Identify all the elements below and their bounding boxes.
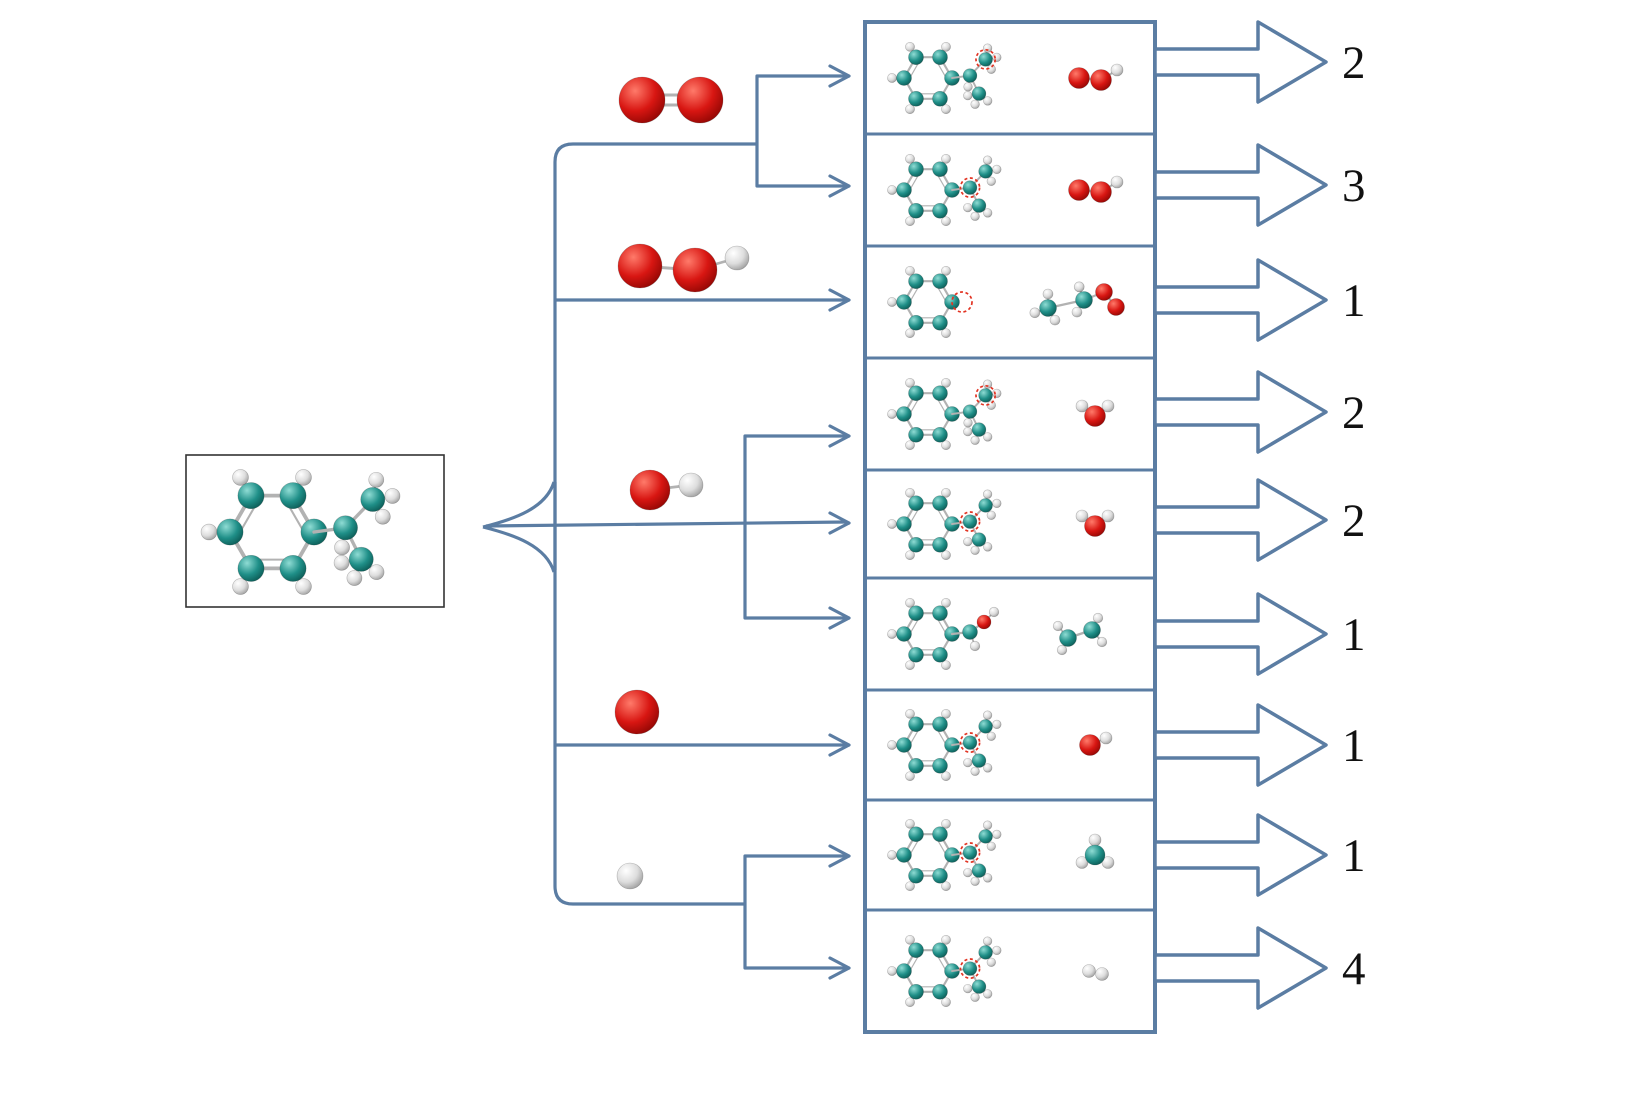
branch-arrowhead [828,424,851,448]
flow-arrow [1153,370,1328,454]
product-row-molecules [887,487,1115,561]
channel-count: 2 [1342,495,1366,547]
channel-count: 2 [1342,387,1366,439]
product-row-molecules [887,377,1115,451]
flow-arrow [1153,258,1328,342]
flow-arrow [1153,926,1328,1010]
channel-count: 1 [1342,609,1366,661]
product-row-molecules [887,818,1115,892]
channel-count: 1 [1342,830,1366,882]
reactant-oh-icon [629,469,704,511]
reactant-o-icon [614,689,660,735]
channel-count: 1 [1342,720,1366,772]
channel-count: 3 [1342,160,1366,212]
product-row-molecules [887,265,1125,339]
channel-count-labels: 2 3 1 2 2 1 1 1 4 [1342,37,1366,995]
channel-count: 4 [1342,943,1366,995]
product-row-molecules [887,708,1113,782]
flow-arrow [1153,813,1328,897]
reactant-o2-icon [618,76,724,124]
oh-split-path [743,434,846,620]
branch-arrowhead [828,511,851,535]
brace-top-curve [482,481,556,529]
branch-lines [482,64,851,980]
branch-arrowhead [828,956,851,980]
o2-split-path [755,74,846,188]
branch-arrowhead [828,64,851,88]
branch-arrowhead [828,174,851,198]
flow-arrow [1153,478,1328,562]
reactant-icons [614,76,750,890]
flow-arrow [1153,143,1328,227]
product-row-molecules [887,153,1124,227]
source-molecule [185,454,445,608]
flow-arrows [1153,20,1328,1010]
branch-arrowhead [828,844,851,868]
flow-arrow [1153,703,1328,787]
product-row-molecules [887,41,1124,115]
channel-count: 2 [1342,37,1366,89]
oh-main-branch-path [485,520,847,528]
flow-arrow [1153,20,1328,104]
branch-arrowhead [828,288,851,312]
h-split-path [743,854,846,970]
trunk-bottom-path [553,482,745,906]
reactant-ho2-icon [617,243,750,293]
branch-arrowheads [828,64,851,980]
product-row-molecules [887,597,1108,671]
product-row-contents [887,41,1125,1008]
brace-bottom-curve [482,525,556,573]
reactant-h-icon [616,862,644,890]
product-row-molecules [887,934,1109,1008]
channel-count: 1 [1342,275,1366,327]
branch-arrowhead [828,606,851,630]
flow-arrow [1153,592,1328,676]
branch-arrowhead [828,733,851,757]
trunk-top-path [553,142,757,570]
